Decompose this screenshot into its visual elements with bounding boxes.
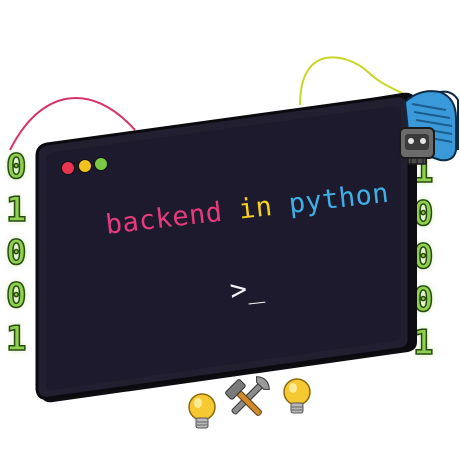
binary-digit: 0 xyxy=(5,146,27,188)
binary-digit: 0 xyxy=(5,275,27,317)
lightbulb-icon xyxy=(283,378,311,414)
yellow-cable xyxy=(299,56,411,106)
binary-digit: 0 xyxy=(412,193,434,235)
window-minimize-dot xyxy=(78,159,92,173)
binary-column-right: 1 0 0 0 1 xyxy=(412,150,434,365)
binary-digit: 0 xyxy=(412,279,434,321)
screen xyxy=(46,105,401,391)
binary-digit: 0 xyxy=(5,232,27,274)
binary-digit: 1 xyxy=(5,189,27,231)
binary-digit: 0 xyxy=(412,236,434,278)
pink-cable xyxy=(9,96,136,151)
tools-icon xyxy=(225,376,270,416)
binary-column-left: 0 1 0 0 1 xyxy=(5,146,27,361)
binary-digit: 1 xyxy=(5,318,27,360)
lightbulb-icon xyxy=(188,393,216,429)
window-maximize-dot xyxy=(94,157,108,171)
robot-icon xyxy=(399,127,435,165)
binary-digit: 1 xyxy=(412,322,434,364)
window-close-dot xyxy=(61,161,75,175)
